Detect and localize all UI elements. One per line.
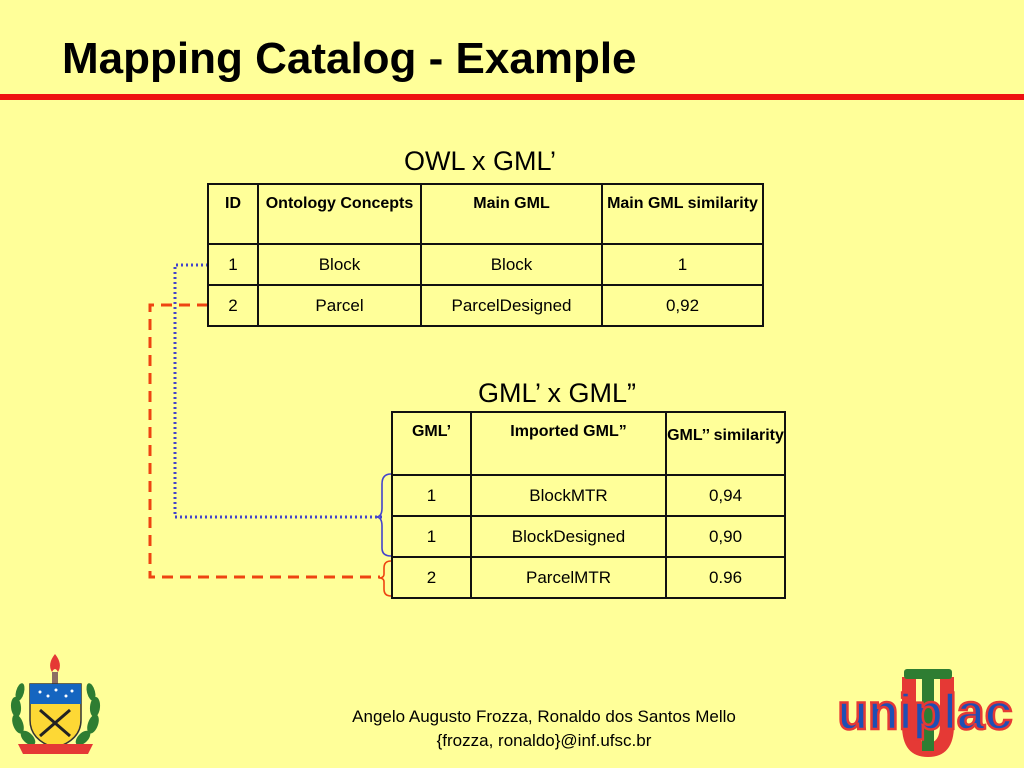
table1-header-id: ID (207, 183, 259, 245)
table1-header-main-gml: Main GML (420, 183, 603, 245)
table-row: 1 BlockMTR 0,94 (391, 474, 786, 517)
table1-caption: OWL x GML’ (404, 146, 557, 176)
table-cell: 0.96 (665, 556, 786, 599)
table-row: 1 BlockDesigned 0,90 (391, 515, 786, 558)
table1-header-row: ID Ontology Concepts Main GML Main GML s… (207, 183, 764, 245)
dashed-link-parcel (148, 303, 380, 579)
brace-block (375, 473, 392, 557)
table-row: 2 ParcelMTR 0.96 (391, 556, 786, 599)
table-cell: ParcelDesigned (420, 284, 603, 327)
table-cell: 1 (207, 243, 259, 286)
footer: Angelo Augusto Frozza, Ronaldo dos Santo… (300, 705, 788, 753)
uniplac-wordmark: uniplac (837, 684, 1012, 740)
table-cell: 0,94 (665, 474, 786, 517)
slide-title: Mapping Catalog - Example (62, 34, 637, 83)
footer-emails: {frozza, ronaldo}@inf.ufsc.br (436, 731, 652, 750)
table-cell: BlockMTR (470, 474, 667, 517)
table-cell: 2 (207, 284, 259, 327)
owl-gml-table: ID Ontology Concepts Main GML Main GML s… (207, 183, 764, 327)
ufsc-coat-of-arms-icon (10, 654, 101, 754)
table-cell: Block (420, 243, 603, 286)
table1-header-ontology-concepts: Ontology Concepts (257, 183, 422, 245)
gml-gml-table: GML’ Imported GML” GML’’ similarity 1 Bl… (391, 411, 786, 599)
table-cell: Block (257, 243, 422, 286)
uniplac-logo: uniplac (836, 669, 1014, 757)
table-cell: 0,90 (665, 515, 786, 558)
table-row: 2 Parcel ParcelDesigned 0,92 (207, 284, 764, 327)
table-cell: Parcel (257, 284, 422, 327)
table2-header-imported-gml: Imported GML” (470, 411, 667, 476)
brace-parcel (378, 560, 392, 597)
table-cell: 0,92 (601, 284, 764, 327)
title-rule (0, 94, 1024, 100)
table-cell: 1 (391, 474, 472, 517)
table-cell: ParcelMTR (470, 556, 667, 599)
footer-authors: Angelo Augusto Frozza, Ronaldo dos Santo… (352, 707, 736, 726)
table2-header-gml-similarity: GML’’ similarity (665, 411, 786, 476)
table-cell: 2 (391, 556, 472, 599)
table-cell: 1 (391, 515, 472, 558)
dotted-link-block (173, 263, 383, 519)
table2-caption: GML’ x GML” (478, 378, 637, 408)
table-cell: BlockDesigned (470, 515, 667, 558)
table1-header-main-gml-similarity: Main GML similarity (601, 183, 764, 245)
table-cell: 1 (601, 243, 764, 286)
table2-header-row: GML’ Imported GML” GML’’ similarity (391, 411, 786, 476)
table2-header-gml: GML’ (391, 411, 472, 476)
table-row: 1 Block Block 1 (207, 243, 764, 286)
